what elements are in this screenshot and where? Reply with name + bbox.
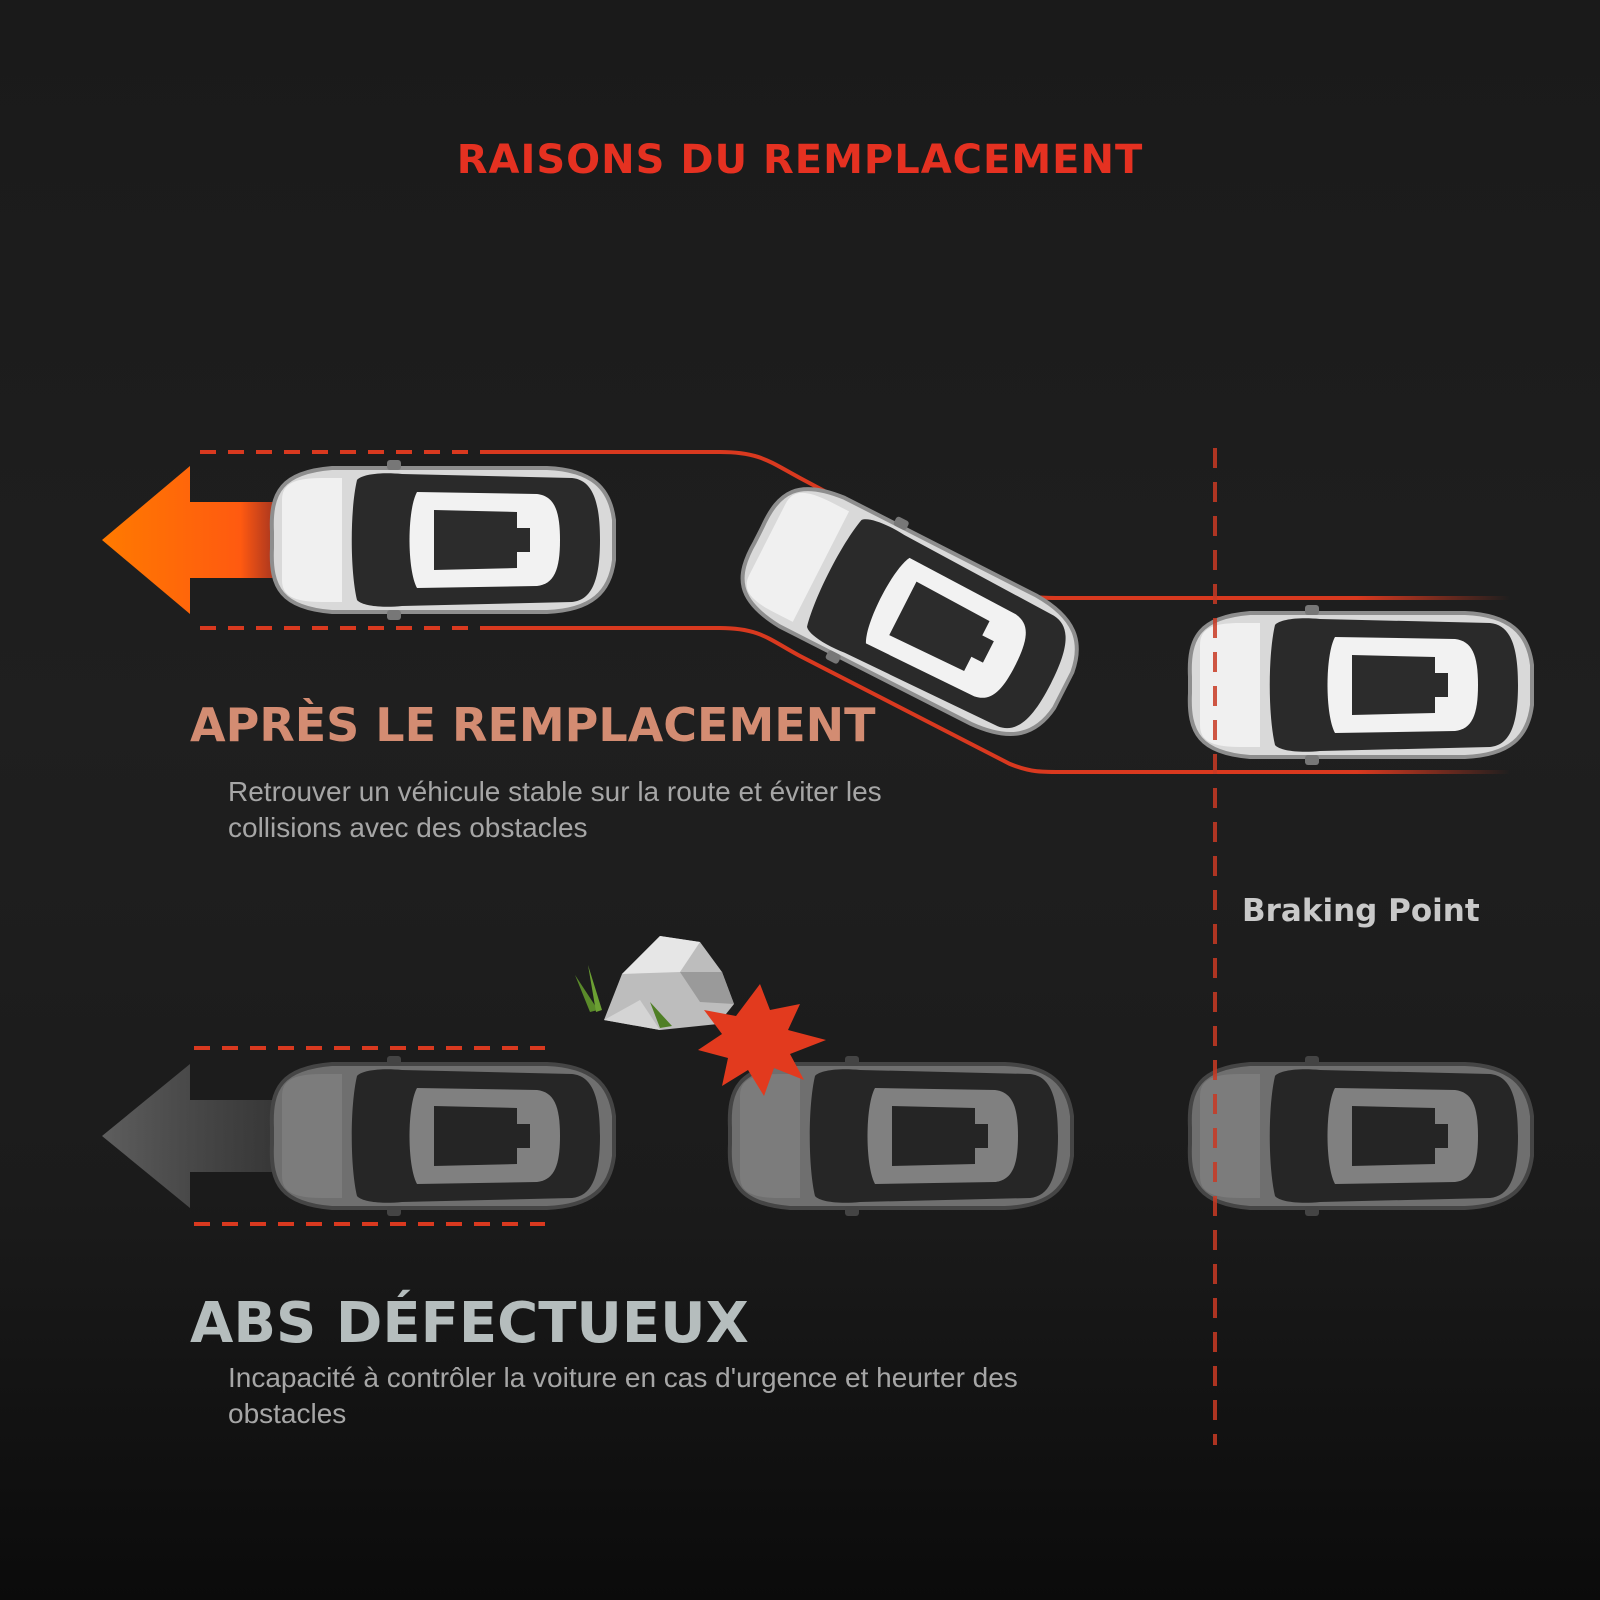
car-icon: [269, 1054, 616, 1218]
car-icon: [727, 1054, 1074, 1218]
after-replacement-heading: APRÈS LE REMPLACEMENT: [190, 698, 876, 752]
rock-icon: [575, 936, 734, 1030]
faulty-abs-description: Incapacité à contrôler la voiture en cas…: [228, 1362, 1018, 1429]
car-icon: [1187, 603, 1534, 767]
impact-burst-icon: [698, 984, 826, 1096]
after-lane: [200, 450, 1510, 774]
faulty-abs-heading: ABS DÉFECTUEUX: [190, 1291, 749, 1356]
car-icon: [269, 458, 616, 622]
car-icon: [1187, 1054, 1534, 1218]
arrow-left-icon: [102, 1064, 300, 1208]
braking-point-label: Braking Point: [1242, 893, 1480, 929]
page-title: RAISONS DU REMPLACEMENT: [456, 137, 1144, 183]
after-replacement-description: Retrouver un véhicule stable sur la rout…: [228, 776, 882, 843]
arrow-left-icon: [102, 466, 300, 614]
